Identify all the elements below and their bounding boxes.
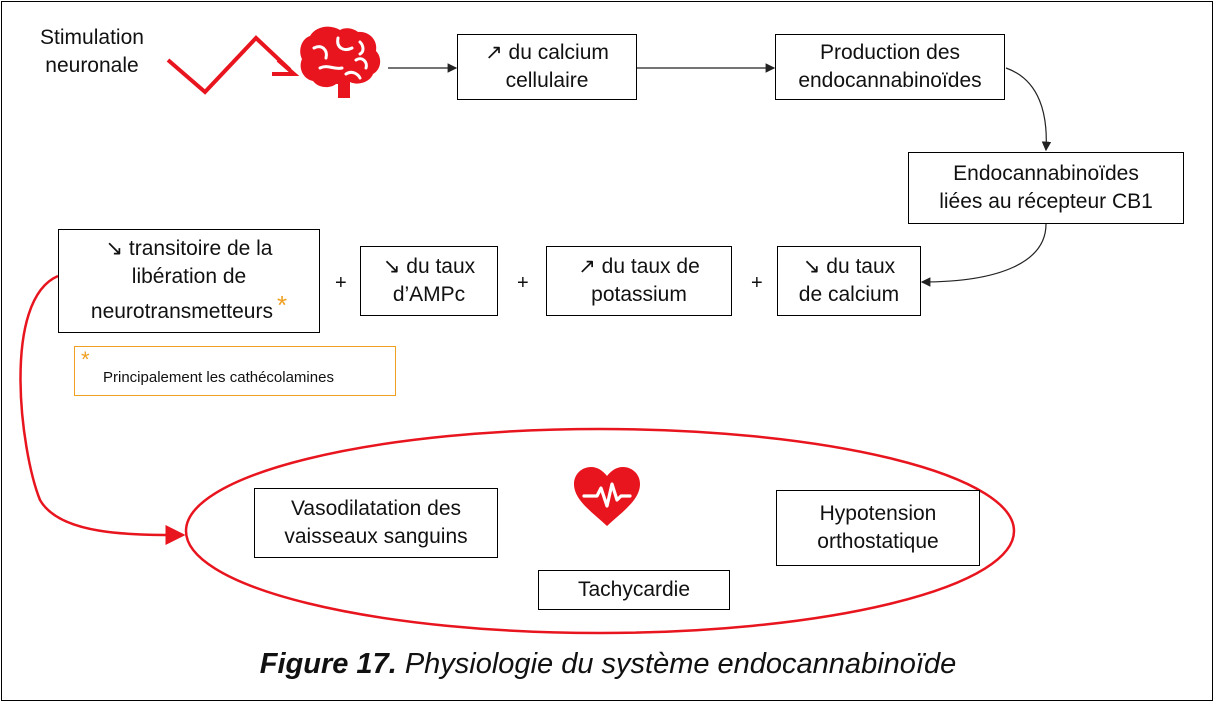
figure-caption-title: Physiologie du système endocannabinoïde — [396, 648, 957, 680]
plus-sign-1: + — [335, 272, 347, 294]
footnote-text: Principalement les cathécolamines — [103, 369, 334, 386]
box-ampc: ↘ du taux d’AMPc — [360, 246, 498, 316]
arrow-production-to-liees — [1005, 67, 1052, 152]
effects-ellipse — [184, 427, 1016, 635]
figure-caption-number: Figure 17. — [259, 648, 397, 680]
box-calcium-cellulaire: ↗ du calcium cellulaire — [457, 34, 637, 100]
footnote-box: * Principalement les cathécolamines — [74, 346, 396, 396]
box-liberation: ↘ transitoire de la libération de neurot… — [58, 229, 320, 333]
stimulation-zigzag-head — [272, 58, 300, 76]
box-liees-cb1: Endocannabinoïdes liées au récepteur CB1 — [908, 152, 1184, 224]
figure-caption: Figure 17. Physiologie du système endoca… — [0, 648, 1216, 681]
stimulation-label: Stimulation neuronale — [40, 26, 144, 78]
box-vasodilatation: Vasodilatation des vaisseaux sanguins — [254, 488, 498, 558]
arrow-liees-to-calcium-taux — [920, 223, 1047, 287]
box-production: Production des endocannabinoïdes — [775, 34, 1005, 100]
box-hypotension: Hypotension orthostatique — [776, 490, 980, 566]
stimulation-zigzag — [166, 35, 292, 95]
plus-sign-2: + — [517, 272, 529, 294]
box-calcium-taux: ↘ du taux de calcium — [777, 246, 921, 316]
brain-icon — [300, 26, 381, 98]
plus-sign-3: + — [751, 272, 763, 294]
heart-pulse-icon — [574, 467, 640, 526]
asterisk-marker: * — [276, 289, 288, 320]
box-tachycardie: Tachycardie — [538, 570, 730, 610]
arrow-liberation-to-effects — [19, 274, 186, 545]
box-potassium: ↗ du taux de potassium — [546, 246, 732, 316]
footnote-asterisk: * — [81, 347, 90, 372]
